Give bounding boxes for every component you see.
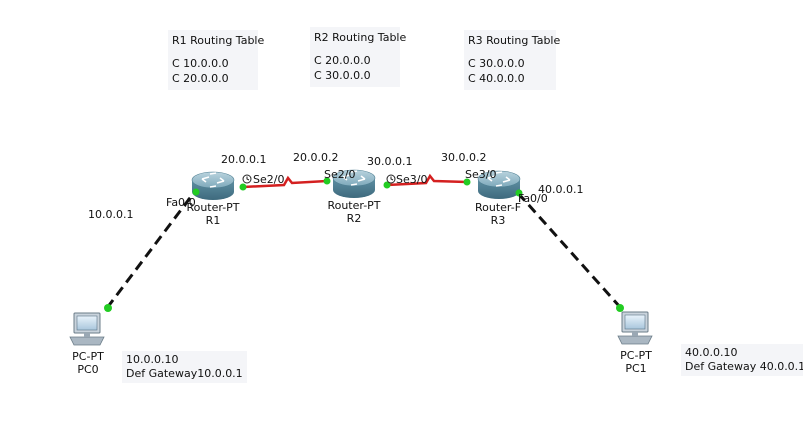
link-r3-pc1[interactable]: [516, 191, 622, 309]
router-r1-label: Router-PT R1: [181, 201, 245, 227]
r1-route-entry: C 20.0.0.0: [172, 72, 229, 85]
link-light-r2-left: [323, 177, 331, 185]
pc0-icon[interactable]: [69, 312, 105, 346]
router-r2-name: R2: [346, 212, 362, 225]
r2-route-entry: C 20.0.0.0: [314, 54, 371, 67]
router-r2-icon[interactable]: [332, 169, 376, 198]
pc0-gateway: Def Gateway10.0.0.1: [126, 367, 243, 380]
r3-route-entry: C 40.0.0.0: [468, 72, 525, 85]
r2-se-right-interface-label: Se3/0: [396, 173, 428, 186]
link-light-r3-fa: [515, 189, 523, 197]
pc1-config-note: 40.0.0.10 Def Gateway 40.0.0.1: [681, 344, 803, 376]
r1-routing-table-title: R1 Routing Table: [172, 34, 265, 47]
router-r3-name: R3: [490, 214, 506, 227]
router-r2-label: Router-PT R2: [322, 199, 386, 225]
r2-se-left-interface-label: Se2/0: [324, 168, 356, 181]
router-r1-model: Router-PT: [186, 201, 240, 214]
link-light-pc1: [616, 304, 624, 312]
link-pc0-r1[interactable]: [105, 189, 198, 309]
r2-routing-table: R2 Routing Table C 20.0.0.0 C 30.0.0.0: [310, 27, 407, 87]
pc0-name: PC0: [77, 363, 99, 376]
r3-se-ip-label: 30.0.0.2: [441, 151, 487, 164]
router-r2-model: Router-PT: [327, 199, 381, 212]
link-r2-r3-serial[interactable]: [386, 173, 468, 187]
clock-icon: [242, 174, 252, 184]
pc1-icon[interactable]: [617, 311, 653, 345]
r2-route-entry: C 30.0.0.0: [314, 69, 371, 82]
r3-route-entry: C 30.0.0.0: [468, 57, 525, 70]
r3-fa-ip-label: 40.0.0.1: [538, 183, 584, 196]
link-light-r1-fa: [192, 188, 200, 196]
pc0-model: PC-PT: [72, 350, 104, 363]
r3-routing-table: R3 Routing Table C 30.0.0.0 C 40.0.0.0: [464, 30, 561, 90]
router-r1-name: R1: [205, 214, 221, 227]
pc0-config-note: 10.0.0.10 Def Gateway10.0.0.1: [122, 351, 247, 383]
pc1-label: PC-PT PC1: [608, 349, 664, 375]
r1-routing-table: R1 Routing Table C 10.0.0.0 C 20.0.0.0: [168, 30, 265, 90]
link-light-r1-se: [239, 183, 247, 191]
r3-fa-interface-label: Fa0/0: [518, 192, 548, 205]
pc1-ip: 40.0.0.10: [685, 346, 738, 359]
r1-se-ip-label: 20.0.0.1: [221, 153, 267, 166]
r1-fa-ip-label: 10.0.0.1: [88, 208, 134, 221]
link-r1-r2-serial[interactable]: [242, 175, 328, 189]
router-r1-icon[interactable]: [191, 171, 235, 200]
r3-routing-table-title: R3 Routing Table: [468, 34, 561, 47]
router-r3-model: Router-F: [474, 201, 522, 214]
router-r3-label: Router-F R3: [466, 201, 530, 227]
r2-routing-table-title: R2 Routing Table: [314, 31, 407, 44]
pc0-label: PC-PT PC0: [60, 350, 116, 376]
r1-route-entry: C 10.0.0.0: [172, 57, 229, 70]
clock-icon: [386, 174, 396, 184]
pc1-gateway: Def Gateway 40.0.0.1: [685, 360, 803, 373]
pc1-model: PC-PT: [620, 349, 652, 362]
router-r3-icon[interactable]: [477, 170, 521, 199]
link-light-pc0: [104, 304, 112, 312]
pc0-ip: 10.0.0.10: [126, 353, 179, 366]
link-light-r3-se: [463, 178, 471, 186]
link-light-r2-right: [383, 181, 391, 189]
r2-right-ip-label: 30.0.0.1: [367, 155, 413, 168]
r1-fa-interface-label: Fa0/0: [166, 196, 196, 209]
pc1-name: PC1: [625, 362, 647, 375]
r3-se-interface-label: Se3/0: [465, 168, 497, 181]
r2-left-ip-label: 20.0.0.2: [293, 151, 339, 164]
r1-se-interface-label: Se2/0: [253, 173, 285, 186]
